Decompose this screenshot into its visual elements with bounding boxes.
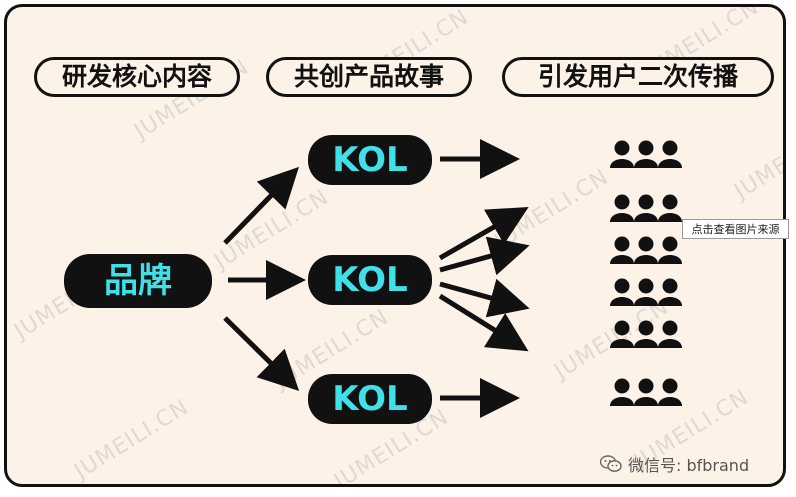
- arrow-kol-middle-audience-2: [439, 236, 530, 276]
- kol-node-bottom: KOL: [308, 374, 432, 424]
- audience-group-icon: [610, 195, 682, 223]
- kol-node-middle: KOL: [308, 255, 432, 305]
- brand-node: 品牌: [64, 254, 212, 308]
- stage-label-story: 共创产品故事: [266, 57, 472, 97]
- arrow-kol-middle-audience-1: [438, 207, 529, 261]
- audience-group-icon: [610, 279, 682, 307]
- audience-group-icon: [610, 141, 682, 169]
- stage-label-spread: 引发用户二次传播: [502, 57, 774, 97]
- wechat-account-label: 微信号: bfbrand: [628, 456, 750, 475]
- wechat-account: 微信号: bfbrand: [600, 452, 749, 476]
- arrow-brand-kol-top: [223, 166, 299, 245]
- arrow-kol-middle-audience-3: [439, 278, 530, 318]
- arrow-brand-kol-bottom: [223, 316, 300, 392]
- stage-label-research: 研发核心内容: [34, 57, 240, 97]
- wechat-icon: [600, 455, 622, 472]
- audience-group-icon: [610, 237, 682, 265]
- arrow-kol-middle-audience-4: [438, 293, 529, 352]
- audience-group-icon: [610, 321, 682, 349]
- kol-node-top: KOL: [308, 135, 432, 185]
- audience-group-icon: [610, 379, 682, 407]
- image-source-tooltip[interactable]: 点击查看图片来源: [682, 219, 789, 239]
